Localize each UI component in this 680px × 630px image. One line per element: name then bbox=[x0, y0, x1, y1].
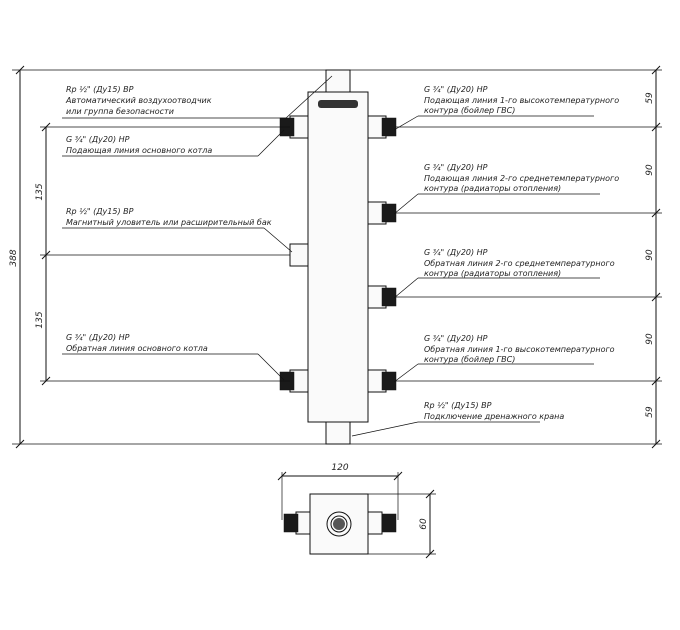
svg-text:контура (бойлер ГВС): контура (бойлер ГВС) bbox=[424, 355, 515, 364]
label-right-4: G ¾" (Ду20) НР Обратная линия 1-го высок… bbox=[393, 334, 615, 383]
svg-text:Магнитный уловитель или расшир: Магнитный уловитель или расширительный б… bbox=[66, 218, 272, 227]
svg-text:контура (бойлер ГВС): контура (бойлер ГВС) bbox=[424, 106, 515, 115]
dim-right-bottom: 59 bbox=[645, 406, 655, 418]
svg-text:Обратная линия основного котла: Обратная линия основного котла bbox=[66, 344, 208, 353]
svg-text:G ¾" (Ду20) НР: G ¾" (Ду20) НР bbox=[424, 334, 488, 343]
label-left-supply: G ¾" (Ду20) НР Подающая линия основного … bbox=[62, 129, 285, 157]
label-bottom-drain: Rp ½" (Ду15) ВР Подключение дренажного к… bbox=[351, 401, 564, 437]
right-spacing-dimensions: 59 90 90 90 59 bbox=[350, 65, 662, 449]
dim-plan-width: 120 bbox=[331, 463, 348, 473]
separator-body bbox=[307, 69, 369, 445]
svg-text:G ¾" (Ду20) НР: G ¾" (Ду20) НР bbox=[424, 163, 488, 172]
svg-text:Подающая линия основного котла: Подающая линия основного котла bbox=[66, 146, 212, 155]
overall-height-dimension: 388 bbox=[9, 65, 330, 449]
left-spacing-dimensions: 135 135 bbox=[35, 122, 290, 386]
label-right-2: G ¾" (Ду20) НР Подающая линия 2-го средн… bbox=[393, 163, 619, 215]
dim-left-upper: 135 bbox=[35, 183, 45, 200]
brand-logo bbox=[318, 100, 358, 108]
svg-text:Обратная линия 2-го среднетемп: Обратная линия 2-го среднетемпературного bbox=[424, 259, 615, 268]
svg-text:Обратная линия 1-го высокотемп: Обратная линия 1-го высокотемпературного bbox=[424, 345, 615, 354]
dim-plan-depth: 60 bbox=[419, 518, 429, 530]
dim-right-3: 90 bbox=[645, 333, 655, 345]
svg-text:Подключение дренажного крана: Подключение дренажного крана bbox=[424, 412, 564, 421]
dim-overall-height: 388 bbox=[9, 249, 19, 266]
dim-right-top: 59 bbox=[645, 92, 655, 104]
label-right-1: G ¾" (Ду20) НР Подающая линия 1-го высок… bbox=[393, 85, 619, 131]
right-connectors bbox=[367, 115, 397, 393]
svg-text:G ¾" (Ду20) НР: G ¾" (Ду20) НР bbox=[66, 135, 130, 144]
svg-text:или группа безопасности: или группа безопасности bbox=[66, 107, 174, 116]
svg-text:Rp ½" (Ду15) ВР: Rp ½" (Ду15) ВР bbox=[66, 85, 134, 94]
svg-text:G ¾" (Ду20) НР: G ¾" (Ду20) НР bbox=[66, 333, 130, 342]
dim-left-lower: 135 bbox=[35, 311, 45, 328]
svg-text:Rp ½" (Ду15) ВР: Rp ½" (Ду15) ВР bbox=[66, 207, 134, 216]
svg-text:Подающая линия 2-го среднетемп: Подающая линия 2-го среднетемпературного bbox=[424, 174, 619, 183]
left-connectors bbox=[279, 115, 309, 393]
svg-text:G ¾" (Ду20) НР: G ¾" (Ду20) НР bbox=[424, 248, 488, 257]
svg-text:Автоматический воздухоотводчик: Автоматический воздухоотводчик bbox=[65, 96, 212, 105]
plan-view: 120 60 bbox=[277, 463, 436, 559]
svg-text:контура (радиаторы отопления): контура (радиаторы отопления) bbox=[424, 269, 561, 278]
svg-text:Rp ½" (Ду15) ВР: Rp ½" (Ду15) ВР bbox=[424, 401, 492, 410]
label-left-mid: Rp ½" (Ду15) ВР Магнитный уловитель или … bbox=[62, 207, 293, 253]
label-top-left-air: Rp ½" (Ду15) ВР Автоматический воздухоот… bbox=[62, 75, 333, 119]
label-left-return: G ¾" (Ду20) НР Обратная линия основного … bbox=[62, 333, 285, 381]
svg-text:контура (радиаторы отопления): контура (радиаторы отопления) bbox=[424, 184, 561, 193]
dim-right-2: 90 bbox=[645, 249, 655, 261]
dim-right-1: 90 bbox=[645, 164, 655, 176]
svg-text:Подающая линия 1-го высокотемп: Подающая линия 1-го высокотемпературного bbox=[424, 96, 619, 105]
svg-text:G ¾" (Ду20) НР: G ¾" (Ду20) НР bbox=[424, 85, 488, 94]
label-right-3: G ¾" (Ду20) НР Обратная линия 2-го средн… bbox=[393, 248, 615, 299]
